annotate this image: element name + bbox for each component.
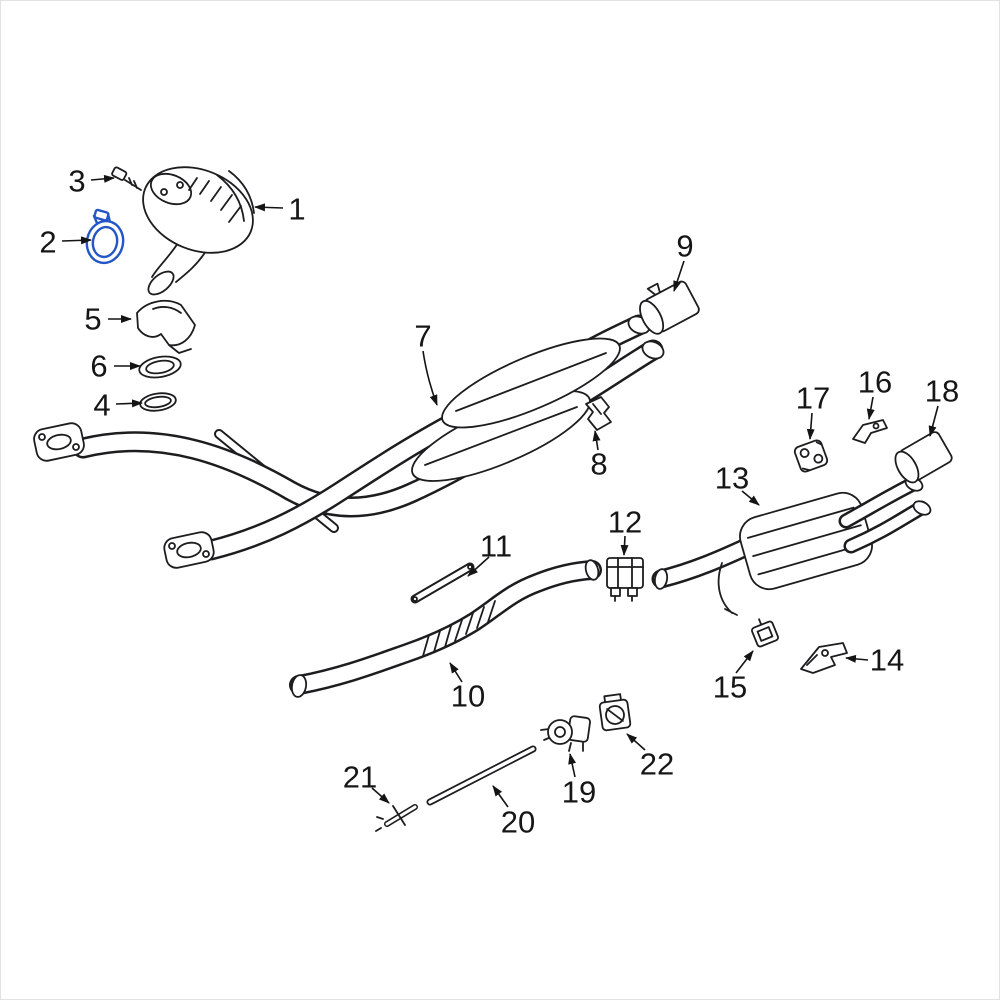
callout-4-label: 4 (93, 387, 111, 423)
callout-12-label: 12 (607, 504, 643, 540)
callout-3-label: 3 (68, 163, 86, 199)
part-1-catalytic-converter (142, 166, 255, 296)
callout-7-label: 7 (414, 318, 432, 354)
callout-21[interactable]: 21 (343, 762, 377, 793)
callout-10[interactable]: 10 (451, 681, 485, 712)
leader-line-12 (620, 535, 629, 556)
part-11-strap (410, 562, 475, 604)
callout-18[interactable]: 18 (925, 376, 959, 407)
callout-2[interactable]: 2 (39, 227, 56, 258)
part-22-exhaust-valve (598, 693, 632, 732)
leader-line-21 (371, 787, 390, 804)
callout-21-label: 21 (342, 759, 378, 795)
callout-3[interactable]: 3 (68, 166, 85, 197)
part-8-hanger-bracket (585, 396, 612, 431)
leader-line-15 (735, 650, 754, 674)
part-15-small-clamp (751, 618, 779, 648)
callout-16[interactable]: 16 (858, 367, 892, 398)
callout-22-label: 22 (639, 746, 675, 782)
callout-1[interactable]: 1 (288, 194, 305, 225)
leader-line-1 (254, 203, 284, 212)
leader-line-17 (806, 412, 815, 440)
leader-line-4 (115, 399, 143, 408)
part-20-rod (426, 745, 537, 806)
callout-9-label: 9 (676, 228, 694, 264)
leader-lines (61, 174, 939, 808)
callout-2-label: 2 (39, 224, 57, 260)
leader-line-9 (673, 260, 685, 292)
part-21-linkage (375, 804, 418, 832)
callout-9[interactable]: 9 (676, 231, 693, 262)
leader-line-20 (492, 785, 509, 808)
callout-1-label: 1 (288, 191, 306, 227)
part-5-bracket (136, 299, 196, 354)
leader-line-7 (422, 350, 438, 406)
callout-13-label: 13 (714, 460, 750, 496)
part-12-valve-controller (606, 557, 644, 602)
part-2-clamp-highlighted (85, 208, 125, 265)
callout-8[interactable]: 8 (590, 449, 607, 480)
callout-17-label: 17 (795, 380, 831, 416)
callout-11[interactable]: 11 (480, 531, 512, 562)
callout-7[interactable]: 7 (414, 321, 431, 352)
part-18-clamp-sleeve (894, 431, 953, 484)
leader-line-13 (741, 490, 760, 506)
callout-15[interactable]: 15 (713, 672, 747, 703)
callout-6[interactable]: 6 (90, 351, 107, 382)
leader-line-14 (845, 654, 869, 663)
callout-20-label: 20 (500, 804, 536, 840)
callout-14[interactable]: 14 (870, 645, 904, 676)
leader-line-18 (928, 405, 939, 437)
part-13-rear-muffler (651, 476, 932, 616)
callout-16-label: 16 (857, 364, 893, 400)
leader-line-16 (866, 396, 875, 420)
callout-19[interactable]: 19 (562, 777, 596, 808)
callout-14-label: 14 (869, 642, 905, 678)
part-10-center-pipe (289, 559, 602, 698)
callout-11-label: 11 (479, 528, 513, 564)
part-3-bolt (111, 166, 142, 191)
callout-8-label: 8 (590, 446, 608, 482)
part-16-hanger-bracket (852, 419, 888, 444)
part-19-valve-actuator (540, 715, 591, 752)
callout-5[interactable]: 5 (84, 304, 101, 335)
callout-13[interactable]: 13 (715, 463, 749, 494)
leader-line-2 (61, 236, 92, 245)
leader-line-10 (449, 662, 463, 683)
callout-6-label: 6 (90, 348, 108, 384)
callout-12[interactable]: 12 (608, 507, 642, 538)
leader-line-22 (626, 733, 646, 751)
callout-15-label: 15 (712, 669, 748, 705)
callout-22[interactable]: 22 (640, 749, 674, 780)
part-7-front-pipe-assembly (33, 314, 665, 569)
leader-line-11 (467, 556, 490, 577)
callout-19-label: 19 (561, 774, 597, 810)
callout-20[interactable]: 20 (501, 807, 535, 838)
callout-18-label: 18 (924, 373, 960, 409)
part-14-support-bracket (800, 642, 848, 674)
part-17-rubber-mount (793, 439, 829, 473)
callout-17[interactable]: 17 (796, 383, 830, 414)
leader-line-19 (568, 753, 577, 778)
part-9-sleeve-clamp (639, 280, 700, 335)
leader-line-3 (90, 174, 115, 183)
callout-4[interactable]: 4 (93, 390, 110, 421)
part-4-clamp-ring (139, 392, 177, 412)
callout-5-label: 5 (84, 301, 102, 337)
callout-10-label: 10 (450, 678, 486, 714)
leader-line-8 (592, 430, 601, 451)
part-6-gasket (138, 355, 182, 379)
